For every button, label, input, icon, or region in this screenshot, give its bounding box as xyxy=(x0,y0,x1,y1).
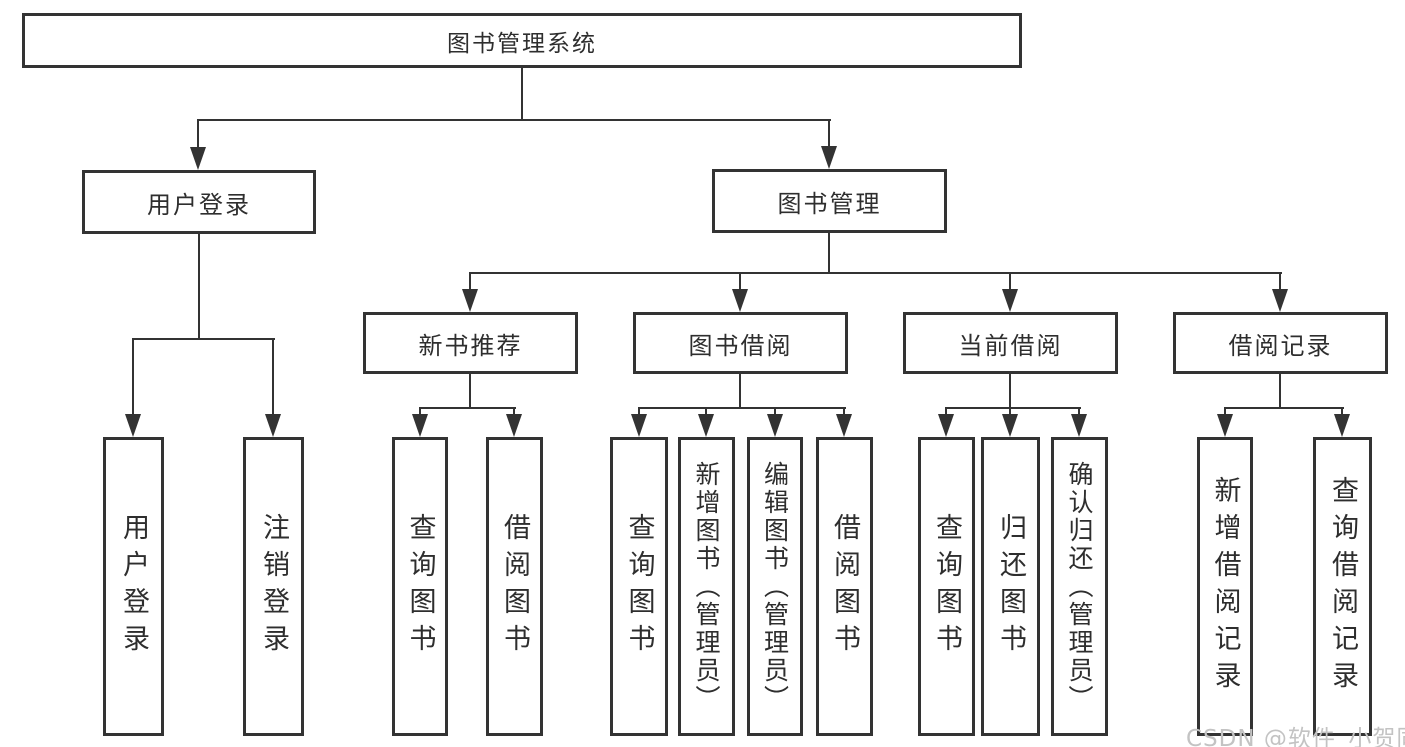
arrowhead-down-icon xyxy=(938,414,954,437)
arrow-shaft-line xyxy=(945,407,947,417)
connector-line xyxy=(1225,407,1344,409)
leaf-add-books-admin: 新增图书（管理员） xyxy=(678,437,735,736)
arrowhead-down-icon xyxy=(1272,289,1288,312)
leaf-confirm-return-admin: 确认归还（管理员） xyxy=(1051,437,1108,736)
arrow-shaft-line xyxy=(1224,407,1226,417)
arrowhead-down-icon xyxy=(462,289,478,312)
connector-line xyxy=(420,407,516,409)
connector-line xyxy=(639,407,846,409)
connector-line xyxy=(133,338,275,340)
arrow-shaft-line xyxy=(638,407,640,417)
connector-line xyxy=(198,234,200,338)
arrowhead-down-icon xyxy=(1002,414,1018,437)
arrow-shaft-line xyxy=(774,407,776,417)
node-root-system: 图书管理系统 xyxy=(22,13,1022,68)
arrow-shaft-line xyxy=(739,272,741,292)
leaf-user-login: 用户登录 xyxy=(103,437,164,736)
arrow-shaft-line xyxy=(197,119,199,150)
node-new-book-recommend: 新书推荐 xyxy=(363,312,578,374)
leaf-query-books-borrow: 查询图书 xyxy=(610,437,668,736)
connector-line xyxy=(198,119,831,121)
leaf-return-books: 归还图书 xyxy=(981,437,1040,736)
arrow-shaft-line xyxy=(419,407,421,417)
node-borrow-records: 借阅记录 xyxy=(1173,312,1388,374)
arrow-shaft-line xyxy=(1078,407,1080,417)
node-book-management: 图书管理 xyxy=(712,169,947,233)
arrow-shaft-line xyxy=(843,407,845,417)
arrowhead-down-icon xyxy=(1217,414,1233,437)
leaf-edit-books-admin: 编辑图书（管理员） xyxy=(747,437,803,736)
leaf-query-borrow-record: 查询借阅记录 xyxy=(1313,437,1372,736)
arrowhead-down-icon xyxy=(1071,414,1087,437)
connector-line xyxy=(828,233,830,272)
arrowhead-down-icon xyxy=(732,289,748,312)
arrow-shaft-line xyxy=(1341,407,1343,417)
arrow-shaft-line xyxy=(513,407,515,417)
connector-line xyxy=(521,68,523,119)
arrowhead-down-icon xyxy=(125,414,141,437)
arrowhead-down-icon xyxy=(1334,414,1350,437)
arrow-shaft-line xyxy=(132,338,134,417)
node-user-login: 用户登录 xyxy=(82,170,316,234)
arrowhead-down-icon xyxy=(1002,289,1018,312)
connector-line xyxy=(1279,374,1281,407)
node-current-borrow: 当前借阅 xyxy=(903,312,1118,374)
arrow-shaft-line xyxy=(469,272,471,292)
arrowhead-down-icon xyxy=(836,414,852,437)
arrowhead-down-icon xyxy=(506,414,522,437)
connector-line xyxy=(739,374,741,407)
arrow-shaft-line xyxy=(1009,272,1011,292)
leaf-query-books-current: 查询图书 xyxy=(918,437,975,736)
connector-line xyxy=(469,374,471,407)
arrowhead-down-icon xyxy=(821,146,837,169)
arrow-shaft-line xyxy=(1009,407,1011,417)
arrowhead-down-icon xyxy=(631,414,647,437)
connector-line xyxy=(1009,374,1011,407)
leaf-add-borrow-record: 新增借阅记录 xyxy=(1197,437,1253,736)
arrowhead-down-icon xyxy=(767,414,783,437)
leaf-borrow-books: 借阅图书 xyxy=(816,437,873,736)
csdn-watermark: CSDN @软件_小贺同学 xyxy=(1186,726,1405,747)
connector-line xyxy=(470,272,1282,274)
arrowhead-down-icon xyxy=(698,414,714,437)
leaf-query-books-recommend: 查询图书 xyxy=(392,437,448,736)
arrow-shaft-line xyxy=(705,407,707,417)
connector-line xyxy=(946,407,1081,409)
arrow-shaft-line xyxy=(272,338,274,417)
arrow-shaft-line xyxy=(1279,272,1281,292)
arrowhead-down-icon xyxy=(190,147,206,170)
leaf-logout: 注销登录 xyxy=(243,437,304,736)
node-book-borrow: 图书借阅 xyxy=(633,312,848,374)
leaf-borrow-books-recommend: 借阅图书 xyxy=(486,437,543,736)
arrow-shaft-line xyxy=(828,119,830,149)
arrowhead-down-icon xyxy=(412,414,428,437)
arrowhead-down-icon xyxy=(265,414,281,437)
